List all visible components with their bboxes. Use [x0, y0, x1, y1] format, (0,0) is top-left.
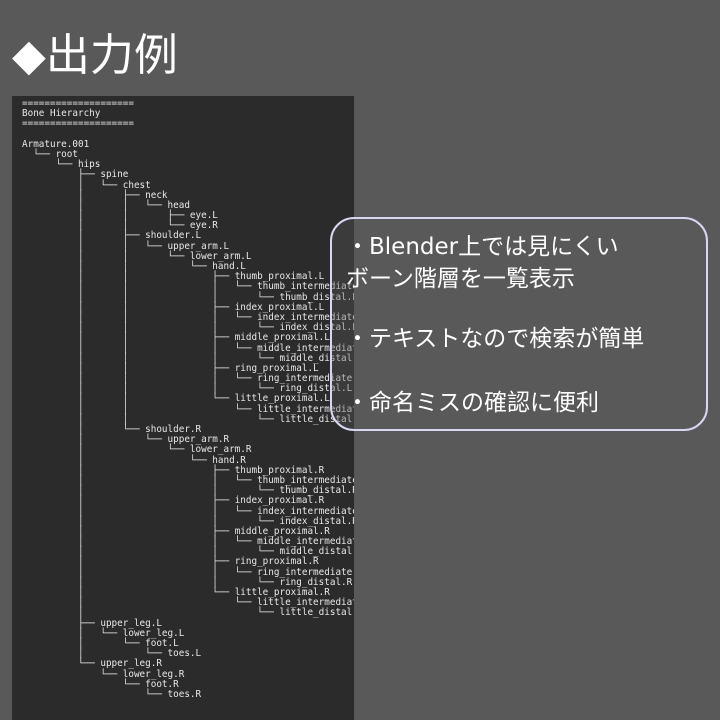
- terminal-line: │ ├── index_proximal.R: [22, 495, 325, 507]
- terminal-line: │ │ │ └── index_intermediate.L: [22, 311, 354, 323]
- terminal-line: │ ├── neck: [22, 189, 168, 201]
- terminal-line: │ ├── shoulder.L: [22, 230, 202, 242]
- info-line-2: ボーン階層を一覧表示: [346, 266, 575, 292]
- terminal-line: Armature.001: [22, 138, 90, 150]
- terminal-line: │ └── lower_arm.R: [22, 444, 252, 456]
- terminal-line: │ └── little_intermediate.R: [22, 597, 354, 609]
- terminal-line: │ │ ├── index_proximal.L: [22, 301, 325, 313]
- terminal-line: │ │ │ └── ring_distal.L: [22, 383, 353, 395]
- terminal-line: │ │ └── little_proximal.L: [22, 393, 330, 405]
- terminal-line: │ └── shoulder.R: [22, 424, 202, 435]
- terminal-line: └── upper_leg.R: [22, 658, 162, 670]
- terminal-line: │ │ └── middle_distal.R: [22, 546, 354, 558]
- terminal-line: │ └── foot.L: [22, 637, 179, 649]
- terminal-line: │ │ └── little_distal.L: [22, 413, 354, 425]
- terminal-line: └── root: [22, 148, 78, 160]
- terminal-line: ├── upper_leg.L: [22, 617, 162, 629]
- terminal-line: │ │ └── index_distal.R: [22, 515, 354, 527]
- terminal-line: │ ├── thumb_proximal.R: [22, 464, 325, 476]
- info-box: ・Blender上では見にくい ボーン階層を一覧表示 ・テキストなので検索が簡単…: [330, 217, 708, 431]
- terminal-line: │ └── chest: [22, 179, 151, 191]
- terminal-line: │ │ │ └── thumb_intermediate.L: [22, 281, 354, 293]
- terminal-line: │ │ │ └── middle_intermediate.L: [22, 342, 354, 354]
- info-line-3: ・テキストなので検索が簡単: [346, 326, 645, 352]
- terminal-line: │ │ └── thumb_intermediate.R: [22, 474, 354, 486]
- terminal-line: └── lower_leg.R: [22, 668, 185, 680]
- terminal-text: ====================Bone Hierarchy======…: [22, 98, 354, 700]
- terminal-line: │ └── hand.R: [22, 454, 246, 466]
- terminal-line: └── hips: [22, 159, 101, 171]
- terminal-line: │ │ └── hand.L: [22, 261, 246, 272]
- info-line-4: ・命名ミスの確認に便利: [346, 390, 599, 416]
- terminal-line: │ │ └── middle_intermediate.R: [22, 536, 354, 548]
- terminal-line: │ │ ├── ring_proximal.L: [22, 362, 319, 374]
- terminal-line: │ │ └── little_intermediate.L: [22, 403, 354, 415]
- bone-hierarchy-output: ====================Bone Hierarchy======…: [12, 96, 354, 720]
- terminal-line: │ ├── middle_proximal.R: [22, 525, 330, 537]
- terminal-line: │ │ │ └── thumb_distal.L: [22, 291, 354, 303]
- terminal-line: │ │ └── eye.R: [22, 220, 218, 232]
- terminal-line: │ │ └── ring_intermediate.R: [22, 566, 354, 578]
- terminal-line: │ │ └── head: [22, 199, 190, 211]
- terminal-line: │ └── little_distal.R: [22, 607, 354, 619]
- terminal-line: └── foot.R: [22, 678, 179, 690]
- terminal-line: │ │ │ └── middle_distal.L: [22, 352, 354, 364]
- info-line-1: ・Blender上では見にくい: [346, 234, 619, 260]
- terminal-line: │ │ │ └── ring_intermediate.L: [22, 373, 354, 385]
- terminal-line: ├── spine: [22, 169, 129, 181]
- terminal-line: │ │ └── ring_distal.R: [22, 576, 353, 588]
- terminal-line: └── toes.R: [22, 688, 202, 700]
- terminal-line: │ │ └── index_intermediate.R: [22, 505, 354, 517]
- slide-title: ◆出力例: [12, 30, 178, 81]
- terminal-line: │ └── upper_arm.R: [22, 434, 230, 446]
- terminal-line: │ │ └── thumb_distal.R: [22, 485, 354, 497]
- terminal-line: │ │ └── lower_arm.L: [22, 250, 252, 262]
- terminal-line: │ └── toes.L: [22, 648, 202, 660]
- terminal-line: │ │ ├── middle_proximal.L: [22, 332, 330, 344]
- terminal-line: │ │ ├── thumb_proximal.L: [22, 271, 325, 283]
- terminal-line: │ │ └── upper_arm.L: [22, 240, 230, 252]
- terminal-line: ====================: [22, 98, 134, 109]
- terminal-line: Bone Hierarchy: [22, 108, 101, 120]
- terminal-line: │ └── little_proximal.R: [22, 587, 330, 598]
- terminal-line: │ │ ├── eye.L: [22, 210, 218, 222]
- terminal-line: │ │ │ └── index_distal.L: [22, 322, 354, 334]
- terminal-line: │ └── lower_leg.L: [22, 627, 185, 639]
- terminal-line: ====================: [22, 118, 134, 130]
- terminal-line: │ ├── ring_proximal.R: [22, 556, 319, 568]
